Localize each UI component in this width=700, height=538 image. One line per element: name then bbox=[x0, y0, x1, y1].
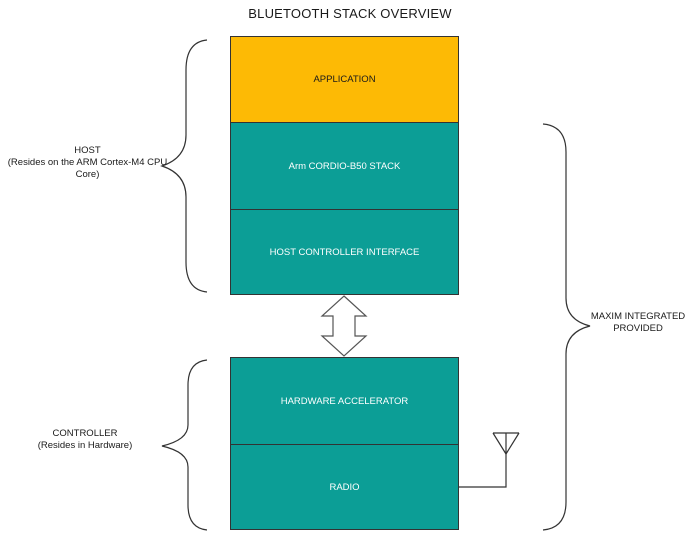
radio-block: RADIO bbox=[230, 444, 459, 530]
host-title: HOST bbox=[74, 145, 101, 156]
host-subtitle-line2: Core) bbox=[75, 169, 100, 180]
antenna-line bbox=[459, 454, 507, 488]
diagram-title: BLUETOOTH STACK OVERVIEW bbox=[248, 6, 452, 21]
controller-label: CONTROLLER (Resides in Hardware) bbox=[5, 428, 165, 452]
radio-label: RADIO bbox=[329, 481, 360, 493]
controller-brace bbox=[161, 359, 208, 531]
hardware-accelerator-block: HARDWARE ACCELERATOR bbox=[230, 357, 459, 444]
hci-label: HOST CONTROLLER INTERFACE bbox=[269, 246, 420, 258]
controller-title: CONTROLLER bbox=[52, 428, 118, 439]
cordio-stack-label: Arm CORDIO-B50 STACK bbox=[288, 160, 401, 172]
host-brace bbox=[160, 39, 208, 293]
maxim-integrated-label: MAXIM INTEGRATED PROVIDED bbox=[588, 311, 688, 335]
hardware-accelerator-label: HARDWARE ACCELERATOR bbox=[280, 395, 409, 407]
application-block: APPLICATION bbox=[230, 36, 459, 122]
host-subtitle-line1: (Resides on the ARM Cortex-M4 CPU bbox=[7, 157, 168, 168]
maxim-brace bbox=[542, 123, 591, 531]
hci-block: HOST CONTROLLER INTERFACE bbox=[230, 209, 459, 295]
host-label: HOST (Resides on the ARM Cortex-M4 CPU C… bbox=[0, 145, 175, 181]
double-arrow-icon bbox=[320, 295, 368, 357]
application-label: APPLICATION bbox=[313, 74, 376, 85]
antenna-icon bbox=[492, 432, 520, 455]
maxim-line1: MAXIM INTEGRATED bbox=[590, 311, 686, 322]
cordio-stack-block: Arm CORDIO-B50 STACK bbox=[230, 122, 459, 209]
maxim-line2: PROVIDED bbox=[613, 323, 663, 334]
controller-subtitle: (Resides in Hardware) bbox=[37, 440, 133, 451]
